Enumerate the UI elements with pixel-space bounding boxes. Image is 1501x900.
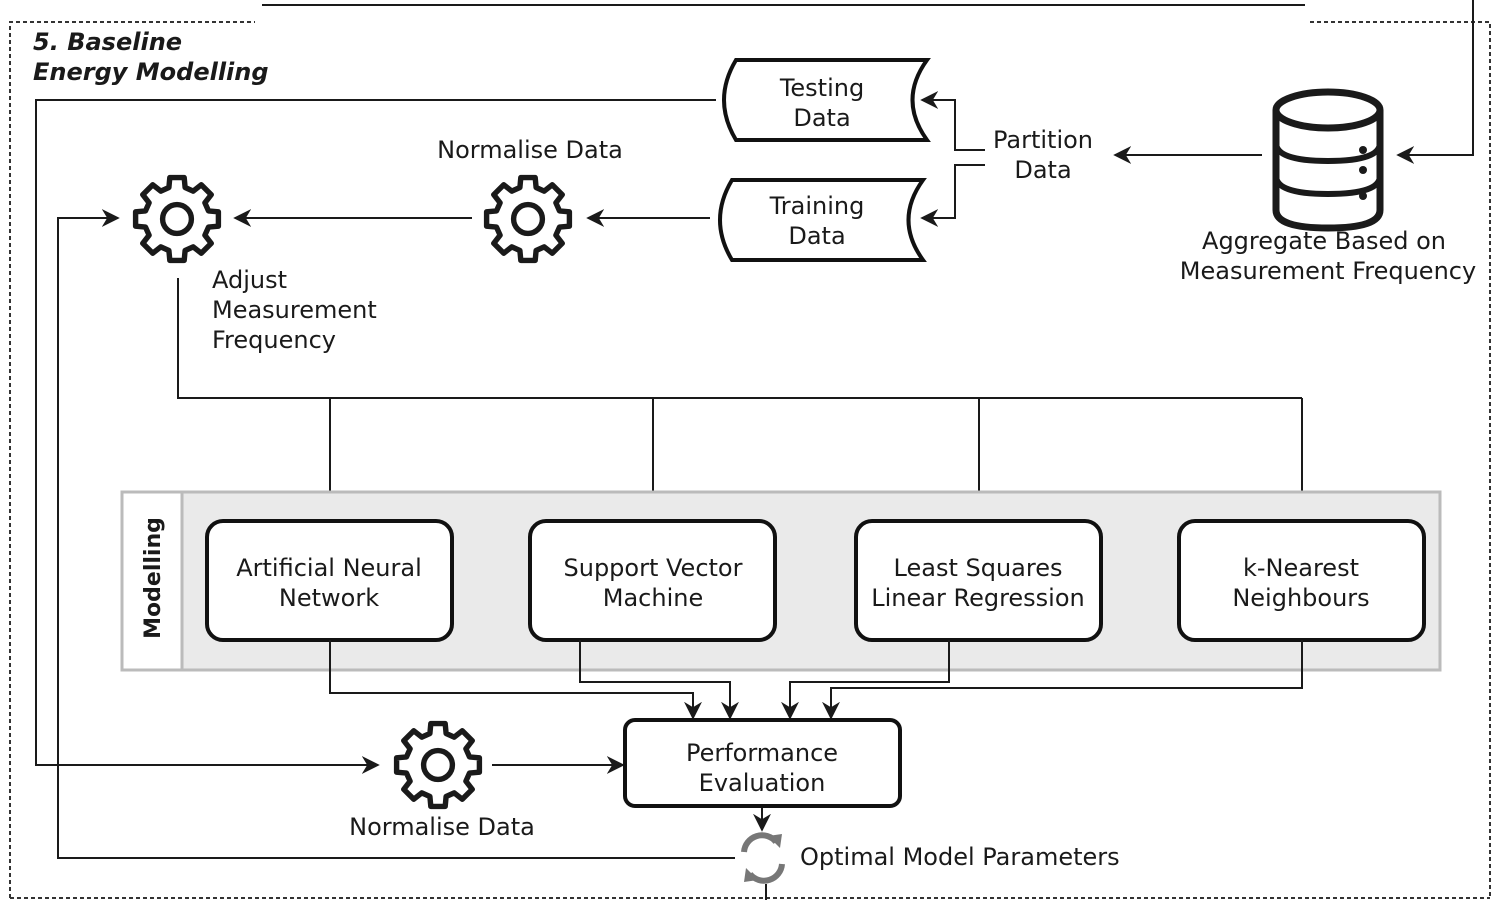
training-data-shape [718,178,927,262]
adjust-label-line1: Adjust [212,266,287,294]
adjust-label-line3: Frequency [212,326,336,354]
refresh-icon [741,832,785,884]
model-svm-line2: Machine [603,584,703,612]
partition-label-line1: Partition [993,126,1093,154]
gear-icon [487,178,570,261]
model-knn-line1: k-Nearest [1243,554,1359,582]
aggregate-label-line1: Aggregate Based on [1202,227,1446,255]
training-data-line1: Training [769,192,865,220]
model-output-lines [329,640,1303,720]
gear-icon [136,178,219,261]
input-connector [262,0,1474,164]
adjust-label-line2: Measurement [212,296,377,324]
model-knn-line2: Neighbours [1232,584,1369,612]
modelling-panel-label: Modelling [141,517,166,639]
model-svm-box [528,519,777,642]
testing-data-line1: Testing [779,74,864,102]
partition-label-line2: Data [1014,156,1071,184]
partition-to-training-arrow [920,164,985,227]
model-lslr-line2: Linear Regression [871,584,1085,612]
normalise-bottom-label: Normalise Data [349,813,535,841]
section-frame [9,21,1491,899]
performance-evaluation-box [623,718,902,808]
performance-evaluation-line2: Evaluation [699,769,826,797]
model-lslr-line1: Least Squares [894,554,1063,582]
gear-icon [397,724,480,807]
section-title: 5. Baseline [33,28,182,56]
aggregate-label-line2: Measurement Frequency [1180,257,1476,285]
optimal-parameters-label: Optimal Model Parameters [800,843,1120,871]
model-lslr-box [854,519,1103,642]
training-data-line2: Data [788,222,845,250]
model-ann-line2: Network [279,584,379,612]
testing-data-line2: Data [793,104,850,132]
partition-to-testing-arrow [920,91,985,151]
model-ann-line1: Artificial Neural [236,554,422,582]
testing-data-shape [722,58,931,142]
performance-evaluation-line1: Performance [686,739,838,767]
model-svm-line1: Support Vector [564,554,743,582]
normalise-top-label: Normalise Data [437,136,623,164]
section-subtitle: Energy Modelling [33,58,269,86]
testing-to-normalise-arrow [35,99,716,774]
database-icon [1272,88,1384,232]
feedback-loop-arrow [57,209,735,859]
